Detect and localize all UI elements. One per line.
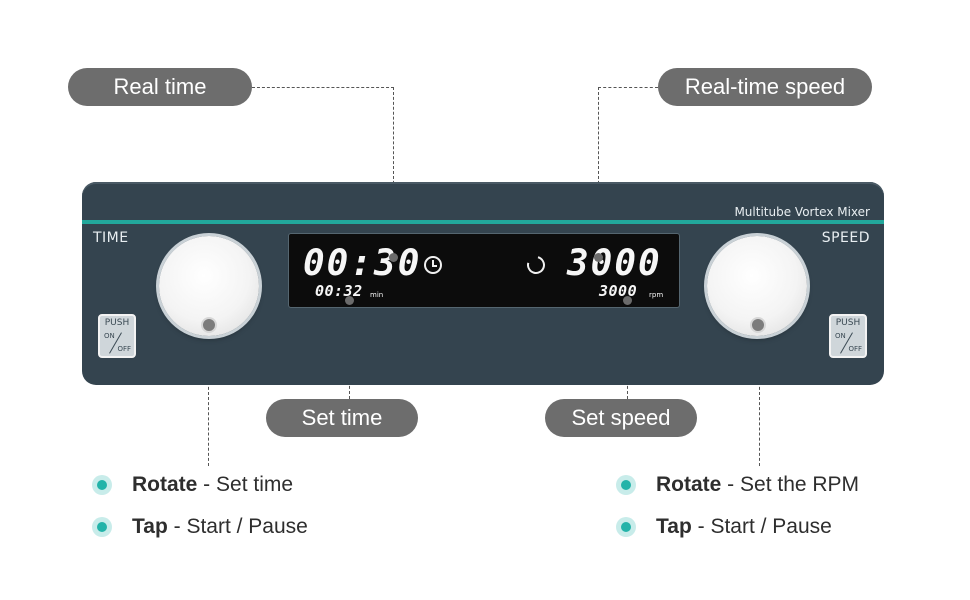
bullet-icon: [621, 522, 631, 532]
bullet-icon: [97, 480, 107, 490]
instruction-right-tap: Tap - Start / Pause: [656, 515, 832, 539]
leader-real-time-h: [252, 87, 394, 88]
rotate-icon: [523, 252, 549, 278]
callout-set-speed: Set speed: [545, 399, 697, 437]
instruction-left-rotate: Rotate - Set time: [132, 473, 293, 497]
callout-real-time: Real time: [68, 68, 252, 106]
push-on-label: ON: [835, 332, 846, 340]
marker-real-speed: [594, 253, 603, 262]
time-push-button[interactable]: PUSH ON OFF: [98, 314, 136, 358]
marker-set-time: [345, 296, 354, 305]
time-label: TIME: [93, 230, 129, 246]
accent-stripe: [82, 220, 884, 224]
push-label: PUSH: [835, 318, 861, 328]
real-speed-readout: 3000: [567, 243, 662, 284]
speed-knob-indicator: [750, 317, 766, 333]
instruction-action: Tap: [132, 515, 168, 538]
callout-real-time-speed: Real-time speed: [658, 68, 872, 106]
brand-label: Multitube Vortex Mixer: [734, 205, 870, 219]
leader-speed-h: [598, 87, 658, 88]
instruction-desc: - Start / Pause: [167, 515, 308, 538]
bullet-icon: [621, 480, 631, 490]
instruction-desc: - Set the RPM: [721, 473, 860, 496]
set-speed-readout: 3000: [599, 282, 638, 300]
instruction-desc: - Set time: [197, 473, 294, 496]
bullet-icon: [97, 522, 107, 532]
leader-speed-v: [598, 87, 599, 258]
instruction-desc: - Start / Pause: [691, 515, 832, 538]
push-on-label: ON: [104, 332, 115, 340]
real-time-readout: 00:30: [303, 243, 422, 284]
clock-icon: [424, 256, 442, 274]
instruction-right-rotate: Rotate - Set the RPM: [656, 473, 859, 497]
instruction-action: Tap: [656, 515, 692, 538]
instruction-action: Rotate: [656, 473, 722, 496]
push-off-label: OFF: [117, 345, 131, 353]
marker-set-speed: [623, 296, 632, 305]
leader-right-knob-v: [759, 326, 760, 466]
set-speed-unit: rpm: [649, 291, 664, 299]
set-time-readout: 00:32: [315, 282, 363, 300]
push-label: PUSH: [104, 318, 130, 328]
set-time-unit: min: [370, 291, 384, 299]
marker-real-time: [389, 253, 398, 262]
instruction-action: Rotate: [132, 473, 198, 496]
speed-push-button[interactable]: PUSH ON OFF: [829, 314, 867, 358]
callout-set-time: Set time: [266, 399, 418, 437]
push-off-label: OFF: [848, 345, 862, 353]
lcd-display: 00:30 3000 00:32 min 3000 rpm: [288, 233, 680, 308]
device-panel: Multitube Vortex Mixer TIME SPEED PUSH O…: [82, 182, 884, 385]
leader-left-knob-v: [208, 326, 209, 466]
speed-label: SPEED: [821, 230, 870, 246]
speed-knob[interactable]: [707, 236, 807, 336]
time-knob-indicator: [201, 317, 217, 333]
instruction-left-tap: Tap - Start / Pause: [132, 515, 308, 539]
leader-real-time-v: [393, 87, 394, 258]
time-knob[interactable]: [159, 236, 259, 336]
